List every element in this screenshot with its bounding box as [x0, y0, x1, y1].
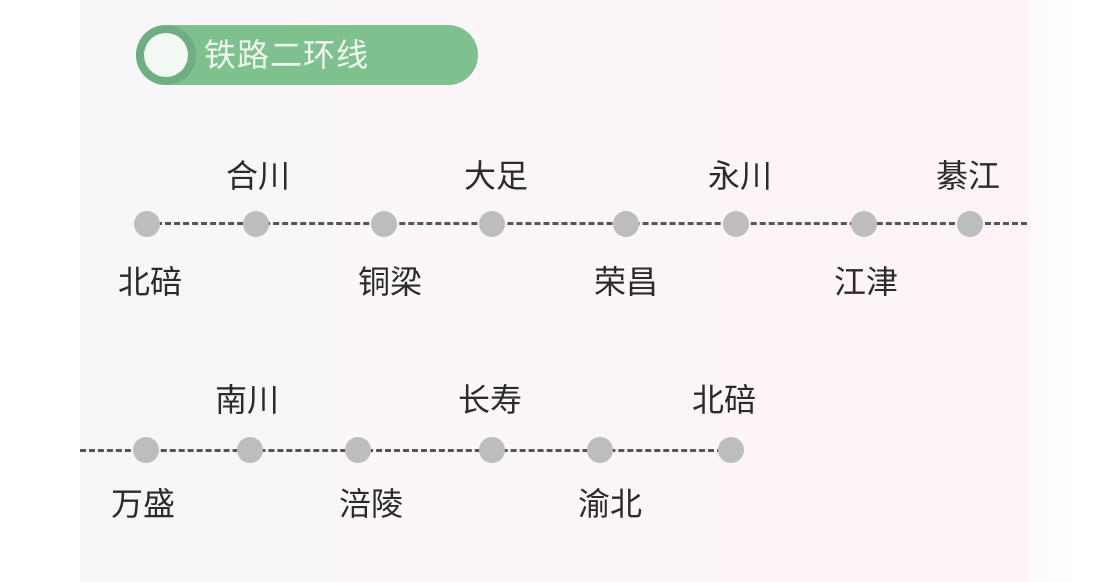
station-label: 綦江	[935, 157, 1001, 195]
station-dot	[243, 211, 269, 237]
station-label: 南川	[214, 381, 280, 419]
right-margin	[1030, 0, 1100, 582]
station-label: 铜梁	[357, 263, 423, 301]
background-panel	[80, 0, 1030, 582]
station-label: 合川	[225, 157, 291, 195]
station-dot	[134, 211, 160, 237]
station-dot	[371, 211, 397, 237]
station-label: 荣昌	[593, 263, 659, 301]
station-dot	[723, 211, 749, 237]
station-dot	[587, 437, 613, 463]
station-dot	[957, 211, 983, 237]
station-label: 北碚	[117, 263, 183, 301]
station-dot	[718, 437, 744, 463]
station-label: 大足	[463, 157, 529, 195]
station-label: 江津	[833, 263, 899, 301]
station-label: 渝北	[577, 485, 643, 523]
station-label: 万盛	[110, 485, 176, 523]
route-line-row-1	[147, 222, 1027, 225]
station-label: 永川	[707, 157, 773, 195]
station-label: 长寿	[457, 381, 523, 419]
station-dot	[345, 437, 371, 463]
station-dot	[133, 437, 159, 463]
station-label: 北碚	[691, 381, 757, 419]
station-label: 涪陵	[338, 485, 404, 523]
station-dot	[237, 437, 263, 463]
route-line-row-2	[80, 449, 732, 452]
line-title: 铁路二环线	[204, 36, 370, 74]
station-dot	[613, 211, 639, 237]
line-circle-icon	[136, 25, 196, 85]
station-dot	[479, 211, 505, 237]
station-dot	[851, 211, 877, 237]
station-dot	[479, 437, 505, 463]
line-title-badge: 铁路二环线	[136, 25, 478, 85]
